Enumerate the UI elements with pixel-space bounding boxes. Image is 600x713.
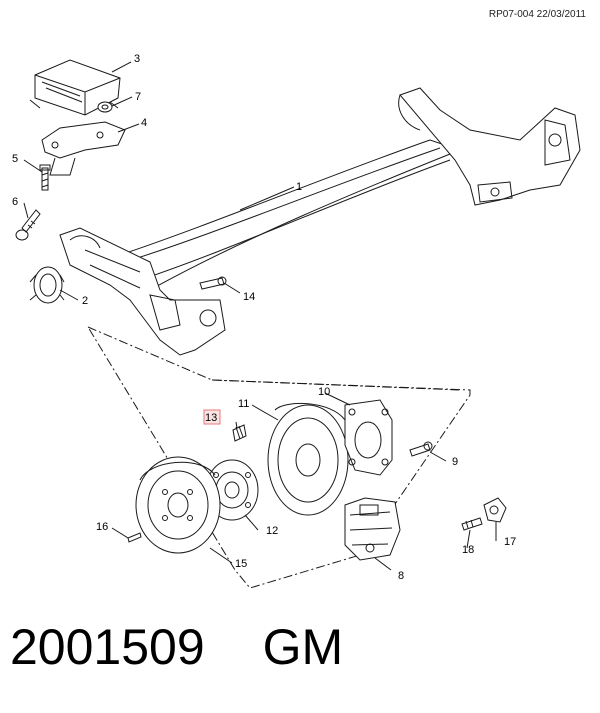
bolt-part-6	[15, 209, 41, 241]
callout-12: 12	[266, 525, 278, 537]
callout-13: 13	[205, 412, 217, 424]
callout-17: 17	[504, 536, 516, 548]
part-number: 2001509	[10, 619, 205, 675]
dust-shield	[267, 402, 349, 516]
callout-9: 9	[452, 456, 458, 468]
callout-14: 14	[243, 291, 255, 303]
bleed-screw	[461, 517, 483, 531]
callout-2: 2	[82, 295, 88, 307]
leader-lines	[23, 61, 497, 571]
callout-10: 10	[318, 386, 330, 398]
callout-4: 4	[141, 117, 147, 129]
callout-5: 5	[12, 153, 18, 165]
callout-3: 3	[134, 53, 140, 65]
callout-16: 16	[96, 521, 108, 533]
part-caption: 2001509 GM	[10, 618, 343, 676]
callout-11: 11	[238, 398, 249, 410]
bolt-part-9	[409, 441, 433, 457]
drawing-reference: RP07-004 22/03/2011	[488, 9, 586, 20]
mounting-bracket	[41, 121, 126, 176]
speed-sensor	[483, 497, 507, 523]
callout-13-highlight-box	[203, 409, 221, 425]
brand-name: GM	[262, 619, 344, 675]
callout-1: 1	[296, 181, 302, 193]
callout-7: 7	[135, 91, 141, 103]
knuckle-plate	[344, 399, 393, 476]
bolt-part-14	[199, 276, 227, 290]
wheel-stud	[232, 424, 247, 442]
screw-part-16	[127, 532, 142, 543]
callout-8: 8	[398, 570, 404, 582]
bolt-part-5	[39, 164, 51, 191]
callout-15: 15	[235, 558, 247, 570]
brake-disc	[135, 456, 221, 554]
callout-labels: 1 2 3 4 5 6 7 8 9 10 11 12 13 14 15 16 1…	[12, 53, 516, 582]
nut-part	[97, 101, 113, 113]
bushing-part	[29, 266, 65, 304]
brake-caliper	[344, 497, 401, 561]
rear-axle-beam	[59, 87, 581, 356]
callout-18: 18	[462, 544, 474, 556]
callout-6: 6	[12, 196, 18, 208]
